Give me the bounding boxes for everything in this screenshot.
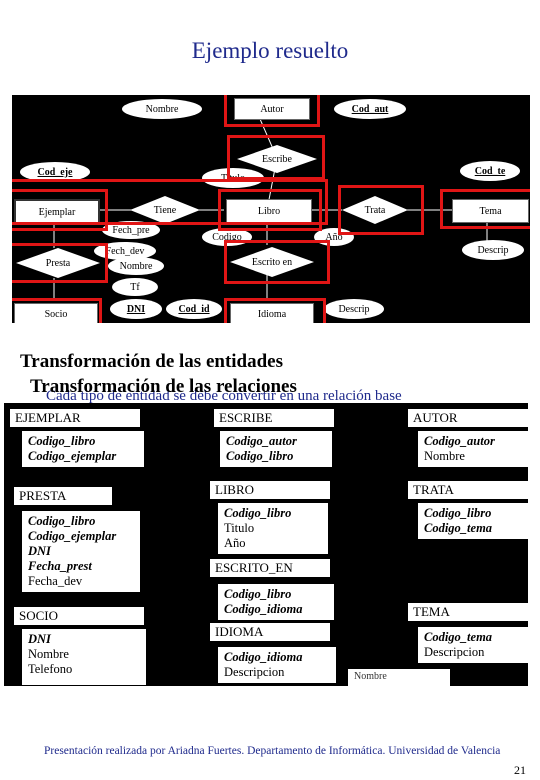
hidden-field-box: Nombre — [348, 669, 450, 686]
table-autor-body: Codigo_autor Nombre — [418, 431, 528, 467]
attr-nombre-socio: Nombre — [108, 257, 164, 275]
field: Telefono — [28, 662, 73, 676]
field: DNI — [28, 632, 51, 646]
field: Codigo_ejemplar — [28, 529, 117, 543]
entity-libro: Libro — [226, 199, 312, 223]
slide-title: Ejemplo resuelto — [191, 38, 349, 63]
table-socio-body: DNI Nombre Telefono — [22, 629, 146, 685]
attr-descrip-tema: Descrip — [462, 240, 524, 260]
field: Fecha_dev — [28, 574, 83, 588]
attr-descrip-idioma: Descrip — [324, 299, 384, 319]
table-trata-body: Codigo_libro Codigo_tema — [418, 503, 528, 539]
table-autor-name: AUTOR — [408, 409, 528, 427]
entity-idioma: Idioma — [230, 303, 314, 323]
field: Nombre — [424, 449, 465, 463]
field: Descripcion — [224, 665, 285, 679]
field: Codigo_tema — [424, 630, 493, 644]
rel-escrito-en: Escrito en — [230, 247, 314, 277]
field: Codigo_idioma — [224, 602, 303, 616]
table-escribe-body: Codigo_autor Codigo_libro — [220, 431, 332, 467]
er-diagram: Nombre Autor Cod_aut Escribe Cod_eje Tit… — [12, 95, 530, 323]
table-presta-name: PRESTA — [14, 487, 112, 505]
table-trata-name: TRATA — [408, 481, 528, 499]
field: Codigo_autor — [226, 434, 297, 448]
field: Fecha_prest — [28, 559, 92, 573]
heading-relations: Transformación de las relaciones — [30, 376, 297, 397]
attr-nombre: Nombre — [122, 99, 202, 119]
field: Titulo — [224, 521, 255, 535]
attr-tf: Tf — [112, 278, 158, 296]
attr-anio: Año — [314, 228, 354, 246]
field: Descripcion — [424, 645, 485, 659]
attr-codigo: Codigo — [202, 228, 252, 246]
table-ejemplar-name: EJEMPLAR — [10, 409, 140, 427]
attr-cod-te: Cod_te — [460, 161, 520, 181]
footer-credit: Presentación realizada por Ariadna Fuert… — [44, 745, 501, 757]
table-libro-name: LIBRO — [210, 481, 330, 499]
field: Codigo_libro — [28, 514, 96, 528]
field: Codigo_libro — [424, 506, 492, 520]
field: Año — [224, 536, 246, 550]
relational-schema: EJEMPLAR Codigo_libro Codigo_ejemplar ES… — [4, 403, 528, 686]
entity-ejemplar: Ejemplar — [14, 199, 100, 225]
rel-tiene: Tiene — [130, 196, 200, 224]
subtext-entity-conversion: Cada tipo de entidad se debe convertir e… — [46, 388, 402, 404]
table-escribe-name: ESCRIBE — [214, 409, 334, 427]
attr-cod-eje: Cod_eje — [20, 162, 90, 182]
table-presta-body: Codigo_libro Codigo_ejemplar DNI Fecha_p… — [22, 511, 140, 592]
table-escrito-en-body: Codigo_libro Codigo_idioma — [218, 584, 334, 620]
table-tema-name: TEMA — [408, 603, 528, 621]
attr-dni: DNI — [110, 299, 162, 319]
table-tema-body: Codigo_tema Descripcion — [418, 627, 528, 663]
field: Codigo_ejemplar — [28, 449, 117, 463]
table-ejemplar-body: Codigo_libro Codigo_ejemplar — [22, 431, 144, 467]
table-escrito-en-name: ESCRITO_EN — [210, 559, 330, 577]
attr-fech-pre: Fech_pre — [102, 221, 160, 239]
table-idioma-body: Codigo_idioma Descripcion — [218, 647, 336, 683]
field: Codigo_tema — [424, 521, 493, 535]
entity-tema: Tema — [452, 199, 529, 223]
attr-titulo: Titulo — [202, 168, 264, 188]
table-socio-name: SOCIO — [14, 607, 144, 625]
field: Codigo_libro — [224, 506, 292, 520]
rel-presta: Presta — [16, 248, 100, 278]
field: Nombre — [28, 647, 69, 661]
rel-escribe: Escribe — [237, 145, 317, 173]
field: DNI — [28, 544, 51, 558]
page-number: 21 — [514, 763, 526, 777]
field: Codigo_idioma — [224, 650, 303, 664]
field: Codigo_autor — [424, 434, 495, 448]
field: Codigo_libro — [224, 587, 292, 601]
field: Codigo_libro — [226, 449, 294, 463]
attr-cod-id: Cod_id — [166, 299, 222, 319]
attr-fech-dev: Fech_dev — [94, 242, 156, 260]
rel-trata: Trata — [342, 196, 408, 224]
field: Codigo_libro — [28, 434, 96, 448]
field: Nombre — [354, 671, 387, 682]
table-libro-body: Codigo_libro Titulo Año — [218, 503, 328, 554]
table-idioma-name: IDIOMA — [210, 623, 330, 641]
entity-socio: Socio — [14, 303, 98, 323]
heading-entities: Transformación de las entidades — [20, 351, 284, 372]
entity-autor: Autor — [234, 98, 310, 120]
attr-cod-aut: Cod_aut — [334, 99, 406, 119]
